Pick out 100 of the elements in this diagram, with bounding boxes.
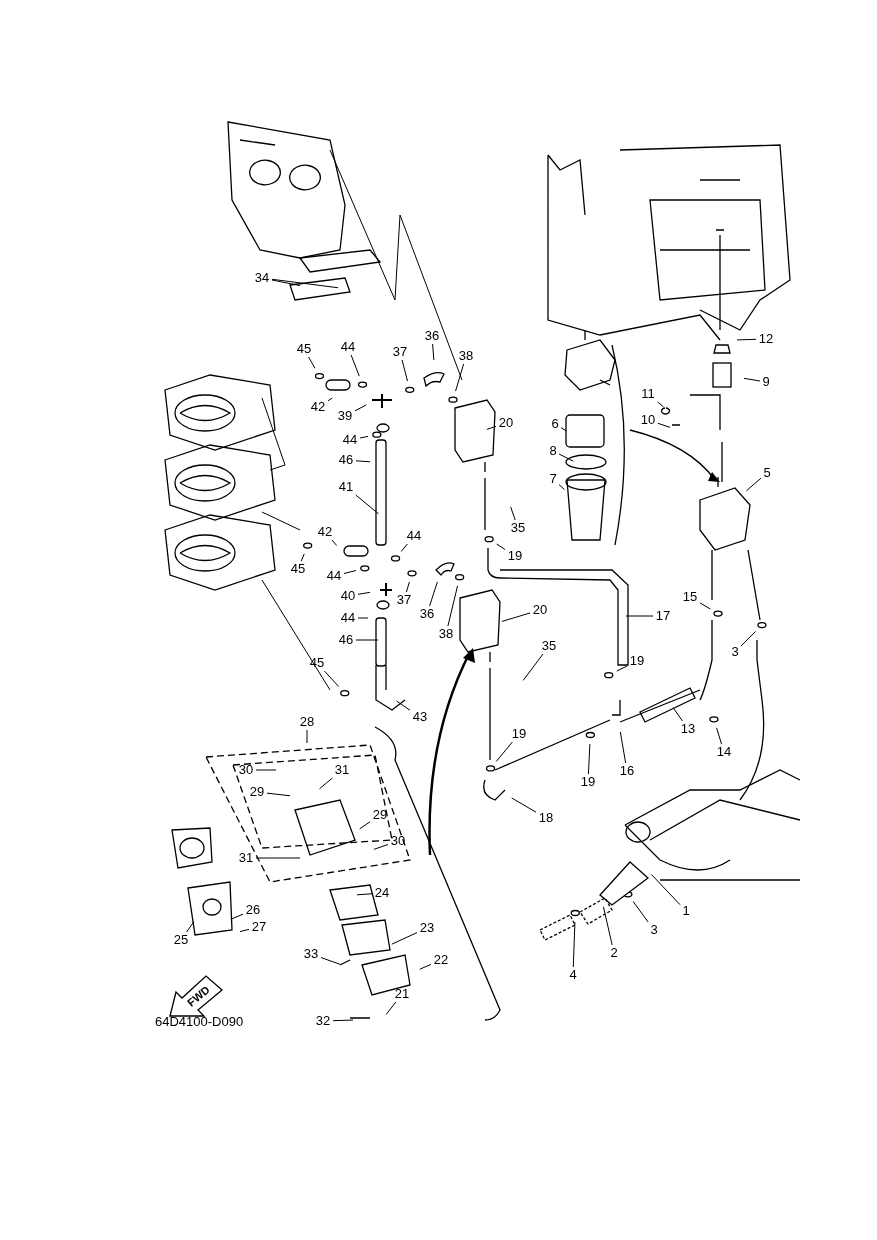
callout-number: 30 <box>388 833 408 849</box>
callout-number: 24 <box>372 885 392 901</box>
leader-line <box>359 435 369 439</box>
leader-line <box>320 957 341 965</box>
callout-number: 16 <box>617 763 637 779</box>
callout-number: 15 <box>680 589 700 605</box>
callout-number: 18 <box>536 810 556 826</box>
callout-number: 36 <box>417 606 437 622</box>
leader-line <box>343 570 357 574</box>
callout-number: 37 <box>390 344 410 360</box>
leader-line <box>266 792 291 797</box>
callout-number: 44 <box>338 339 358 355</box>
leader-line <box>239 928 250 933</box>
callout-number: 19 <box>505 548 525 564</box>
callout-number: 35 <box>539 638 559 654</box>
leader-line <box>657 401 664 408</box>
leader-line <box>632 901 649 923</box>
leader-line <box>255 769 277 771</box>
leader-line <box>746 477 762 492</box>
leader-line <box>331 539 338 546</box>
callout-number: 36 <box>422 328 442 344</box>
callout-number: 17 <box>653 608 673 624</box>
leader-line <box>501 612 531 622</box>
leader-line <box>186 921 195 933</box>
callout-number: 8 <box>547 443 559 459</box>
callout-number: 1 <box>680 903 692 919</box>
leader-line <box>357 591 371 595</box>
leader-line <box>332 1019 354 1022</box>
leader-line <box>657 422 671 428</box>
leader-line <box>587 743 591 775</box>
callout-number: 12 <box>756 331 776 347</box>
callout-number: 27 <box>249 919 269 935</box>
callout-number: 6 <box>549 416 561 432</box>
leader-line <box>496 543 506 550</box>
callout-number: 26 <box>243 902 263 918</box>
callout-number: 41 <box>336 479 356 495</box>
leader-line <box>355 460 371 463</box>
callout-number: 44 <box>338 610 358 626</box>
leader-line <box>602 906 613 946</box>
callout-number: 19 <box>627 653 647 669</box>
leader-line <box>560 427 567 432</box>
callout-number: 29 <box>247 784 267 800</box>
callout-number: 3 <box>729 644 741 660</box>
callout-number: 3 <box>648 922 660 938</box>
callout-number: 28 <box>297 714 317 730</box>
leader-line <box>323 670 340 688</box>
leader-line <box>616 665 628 672</box>
callout-number: 31 <box>236 850 256 866</box>
callout-number: 38 <box>456 348 476 364</box>
callout-number: 34 <box>252 270 272 286</box>
leader-line <box>385 1001 397 1015</box>
callout-number: 29 <box>370 807 390 823</box>
callout-number: 13 <box>678 721 698 737</box>
leader-line <box>271 278 339 289</box>
leader-line <box>355 494 379 515</box>
leader-line <box>572 921 576 968</box>
leader-line <box>743 377 761 382</box>
leader-line <box>511 797 537 813</box>
callout-number: 38 <box>436 626 456 642</box>
leader-line <box>373 843 389 850</box>
callout-number: 7 <box>547 471 559 487</box>
leader-line <box>359 821 371 830</box>
callout-number: 45 <box>288 561 308 577</box>
leader-line <box>619 731 627 764</box>
callout-number: 31 <box>332 762 352 778</box>
leader-line <box>401 359 408 382</box>
leader-line <box>319 777 333 790</box>
callout-number: 30 <box>236 762 256 778</box>
leader-line <box>650 873 681 906</box>
leader-line <box>429 581 438 607</box>
leader-line <box>230 913 244 920</box>
callout-number: 35 <box>508 520 528 536</box>
leader-line <box>350 354 360 377</box>
callout-number: 42 <box>308 399 328 415</box>
leader-line <box>419 963 432 970</box>
callout-number: 20 <box>496 415 516 431</box>
callout-number: 9 <box>760 374 772 390</box>
callout-number: 42 <box>315 524 335 540</box>
leader-line <box>308 356 316 369</box>
leader-line <box>558 453 574 462</box>
callout-number: 11 <box>638 386 658 402</box>
callout-number: 32 <box>313 1013 333 1029</box>
callout-number: 25 <box>171 932 191 948</box>
callout-number: 44 <box>324 568 344 584</box>
leader-line <box>699 602 711 610</box>
callout-number: 43 <box>410 709 430 725</box>
leader-line <box>740 630 757 647</box>
leader-line <box>558 484 566 491</box>
leader-line <box>306 729 308 744</box>
leader-line <box>625 615 654 617</box>
leader-line <box>355 639 379 641</box>
callout-number: 10 <box>638 412 658 428</box>
callout-number: 44 <box>404 528 424 544</box>
callout-number: 2 <box>608 945 620 961</box>
callout-number: 21 <box>392 986 412 1002</box>
callout-number: 46 <box>336 452 356 468</box>
leader-line <box>447 585 459 627</box>
leader-line <box>432 343 435 361</box>
callout-number: 33 <box>301 946 321 962</box>
leader-line <box>400 543 408 552</box>
